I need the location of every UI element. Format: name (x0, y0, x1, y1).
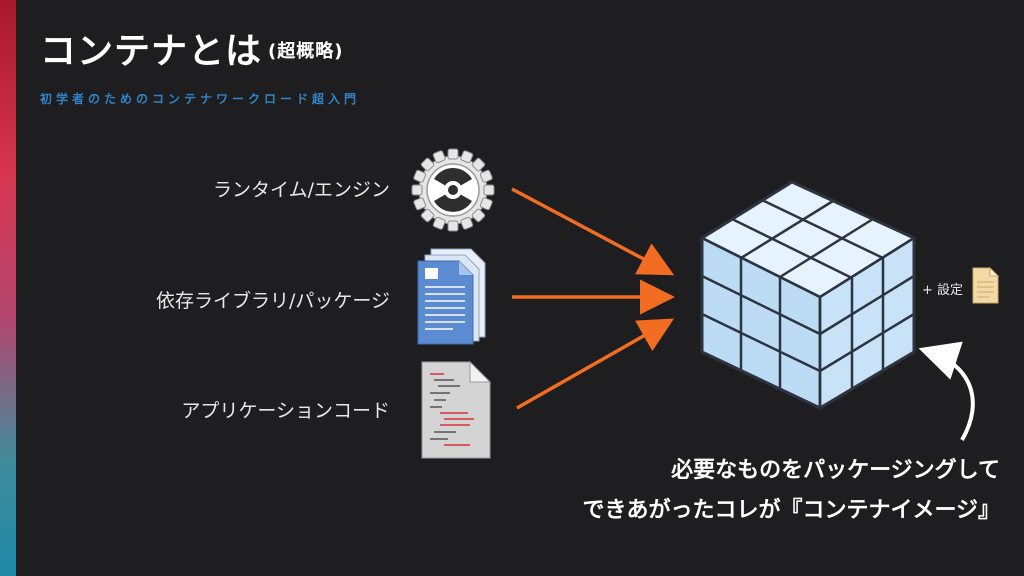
caption-line-2: できあがったコレが『コンテナイメージ』 (582, 498, 1000, 523)
caption-line-1: 必要なものをパッケージングして (671, 458, 1000, 483)
documents-icon (417, 248, 486, 345)
accent-bar (0, 0, 16, 576)
label-libraries: 依存ライブラリ/パッケージ (155, 290, 390, 312)
arrow-runtime (511, 187, 675, 276)
label-runtime: ランタイム/エンジン (212, 179, 390, 201)
page-subtitle: 初学者のためのコンテナワークロード超入門 (40, 92, 361, 106)
gear-icon (411, 148, 495, 232)
title-text: コンテナとは (40, 31, 263, 72)
config-label: + 設定 (922, 283, 964, 298)
arrow-app-code (516, 318, 675, 410)
curved-arrow (918, 341, 975, 441)
config-file-icon (972, 266, 1000, 304)
label-app-code: アプリケーションコード (181, 400, 390, 422)
page-title: コンテナとは(超概略) (40, 22, 343, 74)
cube-grid-icon (700, 180, 916, 410)
title-note: (超概略) (268, 41, 344, 62)
code-file-icon (421, 360, 492, 459)
